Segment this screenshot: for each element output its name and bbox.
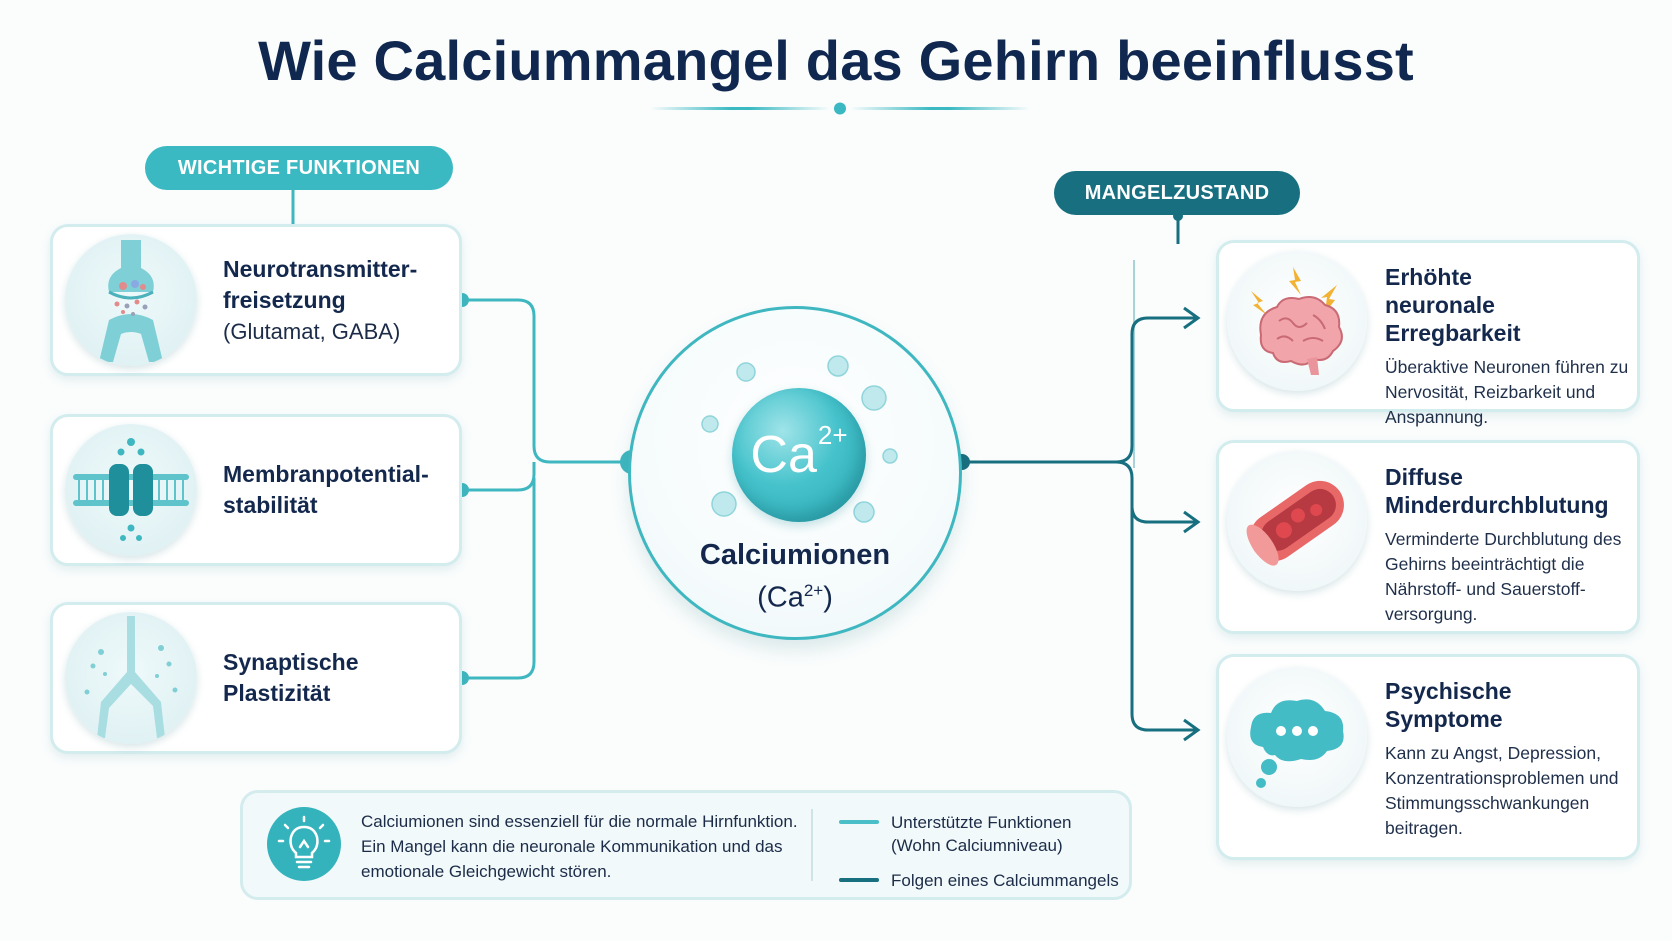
legend-line-dark bbox=[839, 878, 879, 882]
deficiency-card-psychological: Psychische Symptome Kann zu Angst, Depre… bbox=[1216, 654, 1640, 860]
brain-icon bbox=[1227, 251, 1367, 391]
deficiency-card-excitability: Erhöhte neuronale Erregbarkeit Überaktiv… bbox=[1216, 240, 1640, 427]
deficiency-title-line: Minderdurchblutung bbox=[1385, 492, 1609, 518]
function-card-membrane: Membranpotential- stabilität bbox=[50, 414, 462, 566]
legend: Unterstützte Funktionen (Wohn Calciumniv… bbox=[839, 811, 1119, 904]
deficiency-description: Verminderte Durchblutung des Gehirns bee… bbox=[1385, 529, 1622, 624]
legend-line-light bbox=[839, 820, 879, 824]
center-label: Calciumionen (Ca2+) bbox=[660, 537, 930, 616]
function-card-plasticity: Synaptische Plastizität bbox=[50, 602, 462, 754]
legend-label: Folgen eines Calciummangels bbox=[891, 871, 1119, 890]
deficiency-card-perfusion: Diffuse Minderdurchblutung Verminderte D… bbox=[1216, 440, 1640, 634]
title-divider bbox=[650, 102, 1030, 115]
legend-item: Folgen eines Calciummangels bbox=[839, 869, 1119, 892]
deficiency-title-line: Diffuse bbox=[1385, 464, 1463, 490]
synapse-icon bbox=[65, 234, 197, 366]
ion-channel-icon bbox=[65, 424, 197, 556]
function-subtitle: (Glutamat, GABA) bbox=[223, 318, 401, 344]
page-title: Wie Calciummangel das Gehirn beeinflusst bbox=[258, 29, 1414, 92]
deficiency-header: MANGELZUSTAND bbox=[1054, 171, 1300, 215]
blood-vessel-icon bbox=[1227, 451, 1367, 591]
deficiency-title-line: neuronale Erregbarkeit bbox=[1385, 292, 1521, 346]
deficiency-title-line: Symptome bbox=[1385, 706, 1503, 732]
function-title-line: Plastizität bbox=[223, 680, 331, 706]
thought-bubble-icon bbox=[1227, 667, 1367, 807]
info-text: Calciumionen sind essenziell für die nor… bbox=[361, 812, 798, 881]
info-divider bbox=[811, 809, 813, 881]
function-title-line: freisetzung bbox=[223, 286, 346, 313]
function-title-line: Synaptische bbox=[223, 649, 359, 675]
deficiency-title-line: Psychische bbox=[1385, 678, 1512, 704]
center-formula: (Ca2+) bbox=[757, 581, 833, 614]
calcium-bubbles-icon bbox=[701, 355, 898, 523]
legend-item: Unterstützte Funktionen (Wohn Calciumniv… bbox=[839, 811, 1119, 857]
deficiency-title-line: Erhöhte bbox=[1385, 264, 1472, 290]
ion-charge: 2+ bbox=[817, 419, 848, 450]
ion-symbol: Ca bbox=[750, 426, 817, 484]
function-title-line: Neurotransmitter- bbox=[223, 255, 418, 282]
function-title-line: Membranpotential- bbox=[223, 461, 429, 487]
functions-header: WICHTIGE FUNKTIONEN bbox=[145, 146, 453, 190]
center-label-text: Calciumionen bbox=[699, 539, 891, 571]
deficiency-description: Überaktive Neuronen führen zu Nervosität… bbox=[1385, 357, 1629, 427]
function-card-neurotransmitter: Neurotransmitter- freisetzung (Glutamat,… bbox=[50, 224, 462, 376]
legend-label: Unterstützte Funktionen (Wohn Calciumniv… bbox=[891, 813, 1072, 855]
deficiency-description: Kann zu Angst, Depression, Konzentration… bbox=[1385, 743, 1619, 838]
lightbulb-icon bbox=[267, 807, 341, 881]
function-title-line: stabilität bbox=[223, 492, 318, 518]
info-box: Calciumionen sind essenziell für die nor… bbox=[240, 790, 1132, 900]
neuron-branch-icon bbox=[65, 612, 197, 744]
